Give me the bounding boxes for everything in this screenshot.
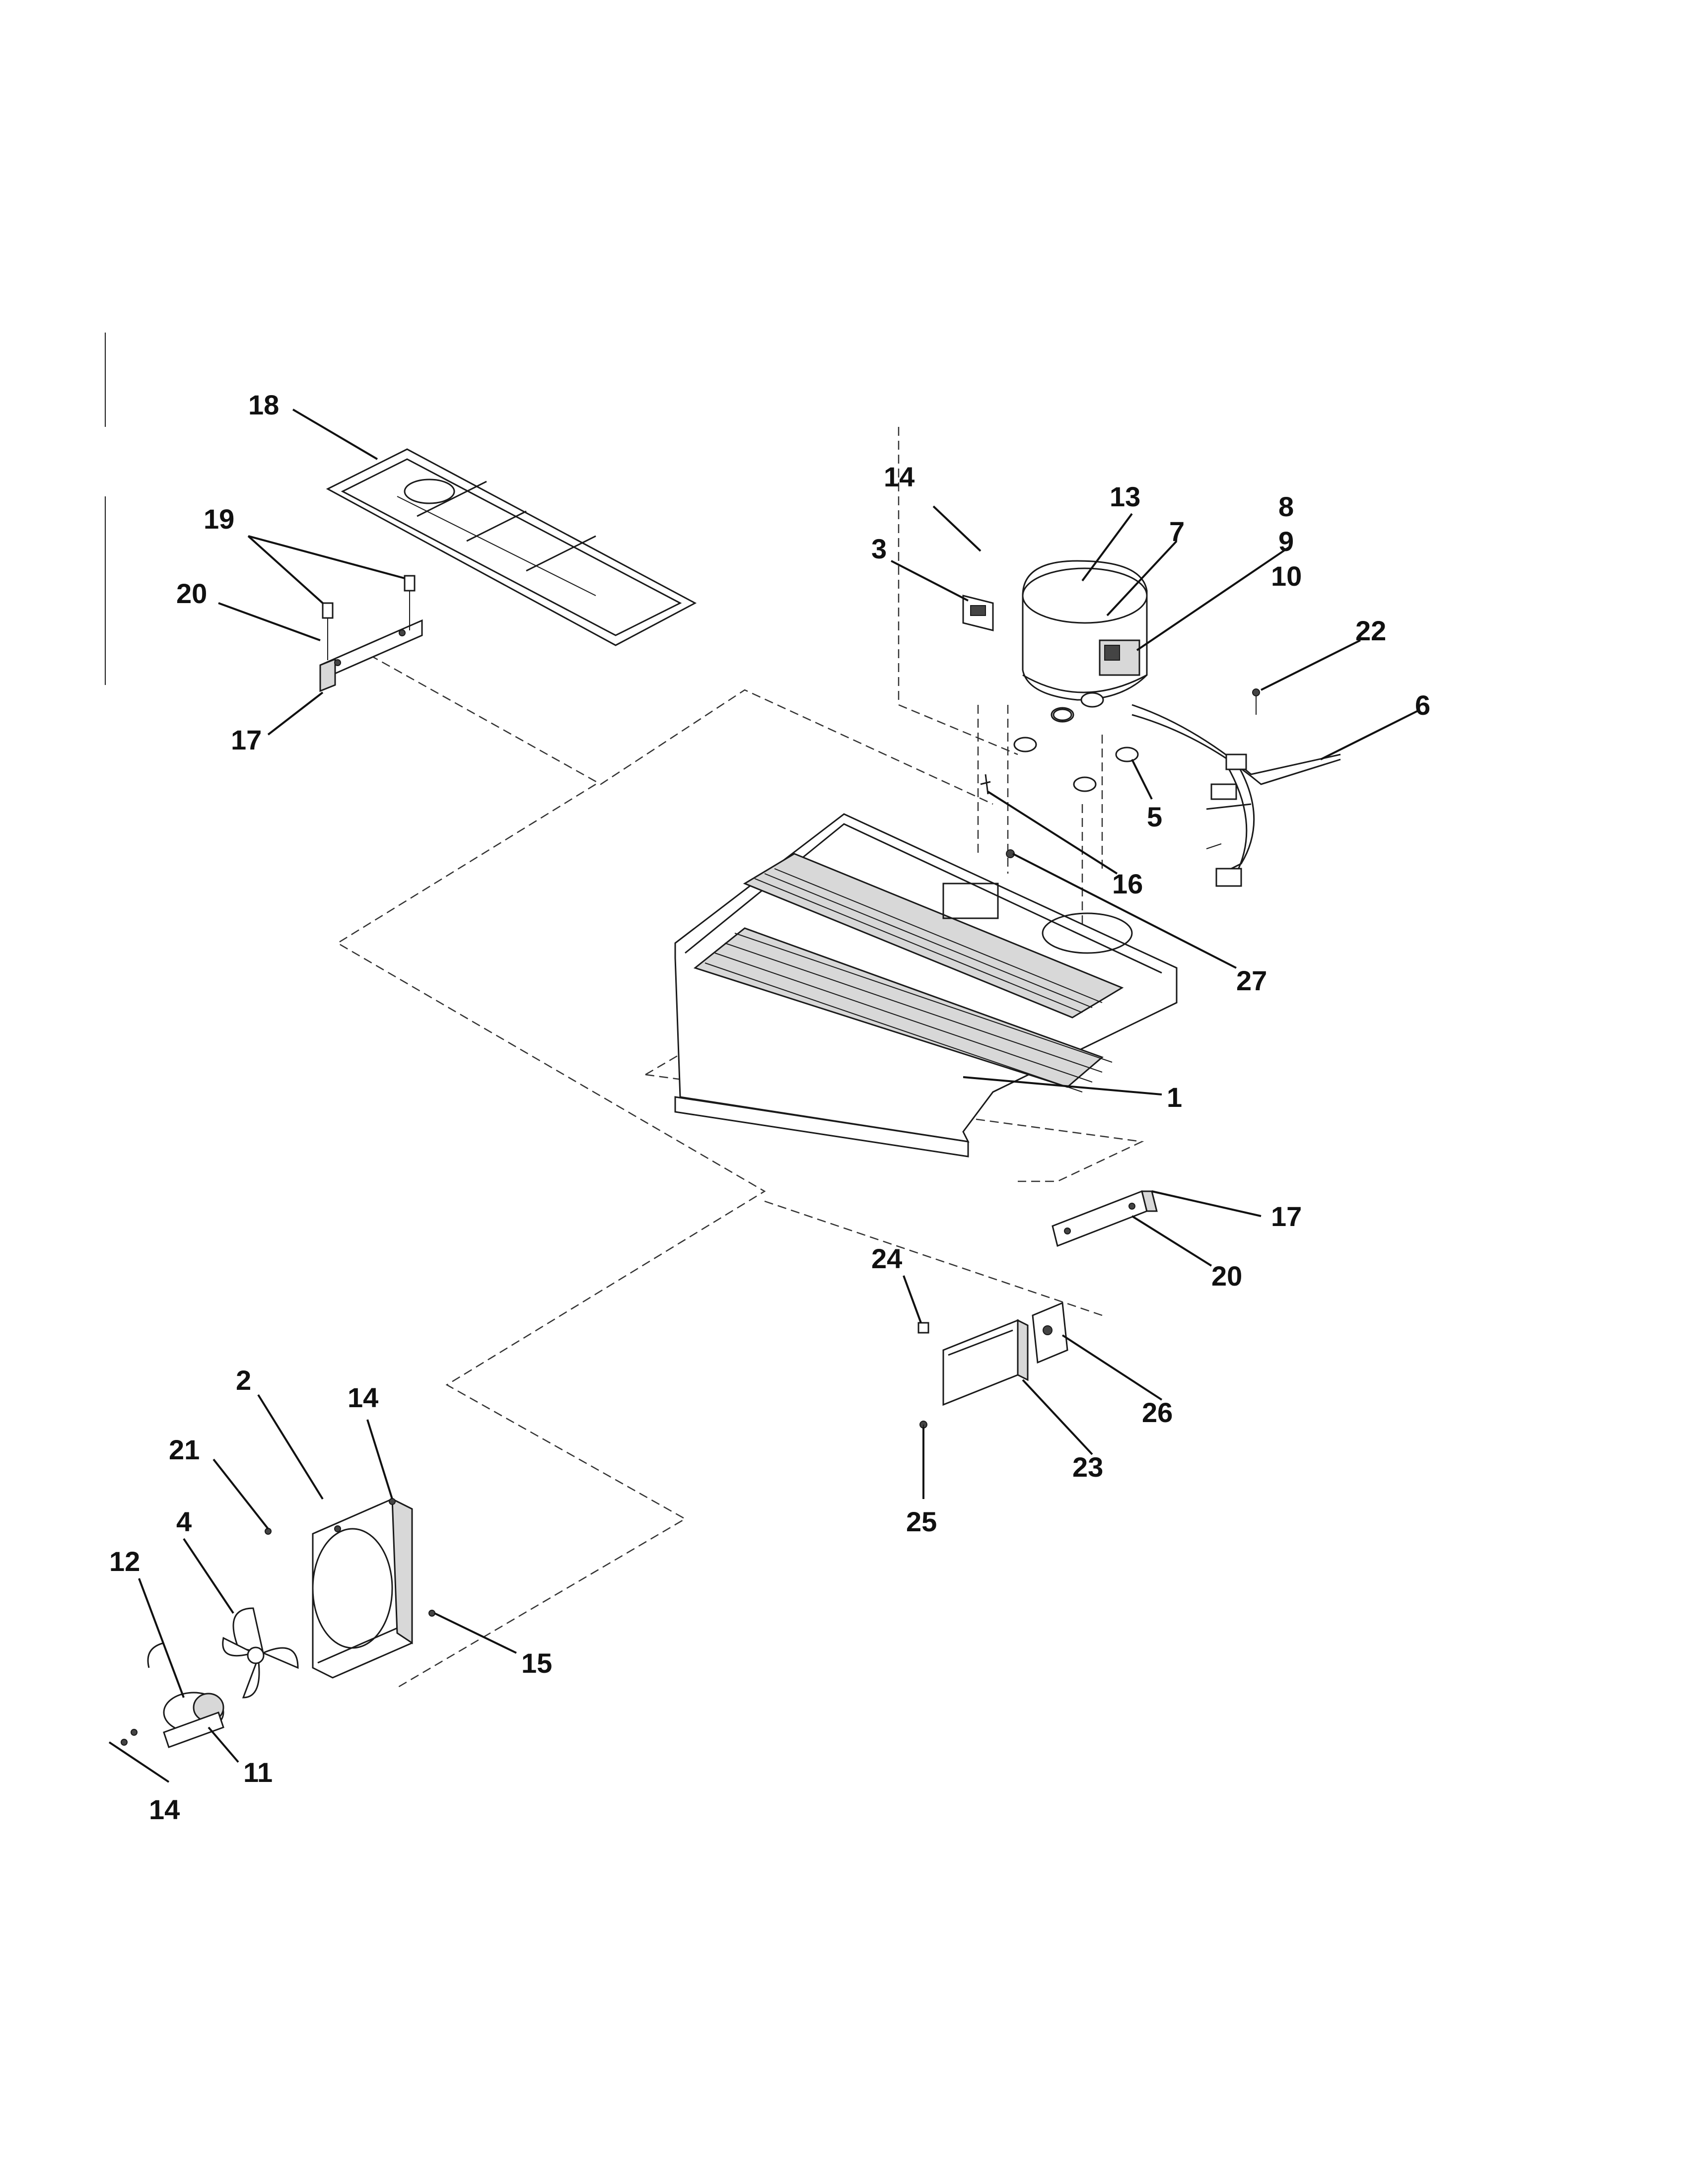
part-19-screws [322,575,416,660]
callout-labels: 18 19 20 17 14 3 13 7 8 9 10 22 6 5 16 2… [109,389,1430,1825]
label-12: 12 [109,1546,140,1577]
part-21-screw [265,1528,272,1535]
label-2: 2 [236,1365,251,1396]
label-7: 7 [1169,516,1185,547]
part-6-wire-harness [1131,704,1341,887]
part-3-bracket [962,595,994,631]
label-25: 25 [906,1506,937,1537]
label-20-upper: 20 [176,578,207,609]
part-23-bracket [942,1319,1029,1406]
label-20-lower: 20 [1211,1260,1242,1292]
part-5-grommets [1013,708,1139,792]
label-1: 1 [1167,1082,1182,1113]
label-27: 27 [1236,965,1267,996]
label-17-upper: 17 [231,724,262,755]
label-5: 5 [1147,801,1162,832]
label-11: 11 [243,1757,273,1788]
part-13-compressor [1022,560,1148,723]
label-21: 21 [169,1434,200,1465]
label-19: 19 [204,503,234,535]
part-2-fan-shroud [312,1498,413,1679]
label-8: 8 [1278,491,1294,522]
part-11-motor-bracket [163,1711,224,1748]
part-16-screw [980,774,991,795]
part-1-base-pan [674,813,1178,1158]
label-4: 4 [176,1506,192,1537]
label-24: 24 [871,1243,902,1274]
label-15: 15 [521,1647,552,1679]
part-17-bracket-lower [1052,1190,1158,1247]
label-23: 23 [1072,1451,1103,1483]
label-13: 13 [1110,481,1140,512]
label-14-upper: 14 [884,461,914,492]
label-16: 16 [1112,868,1143,899]
part-26-plate [1032,1301,1068,1364]
label-6: 6 [1415,689,1430,721]
label-14-lower: 14 [149,1794,180,1825]
leader-lines [108,409,1420,1783]
label-3: 3 [871,533,887,564]
label-10: 10 [1271,560,1302,592]
part-15-screw [428,1610,435,1617]
label-26: 26 [1142,1397,1173,1428]
part-22-screw [1252,688,1260,715]
label-22: 22 [1355,615,1386,646]
part-14-screw-lower [121,1729,138,1746]
part-4-fan-blade [222,1607,299,1699]
part-24-plug [917,1322,929,1334]
label-17-lower: 17 [1271,1201,1302,1232]
part-18-cover-tray [326,448,697,646]
label-14-mid: 14 [348,1382,378,1413]
part-17-bracket-upper [319,619,423,692]
label-9: 9 [1278,526,1294,557]
label-18: 18 [248,389,279,420]
